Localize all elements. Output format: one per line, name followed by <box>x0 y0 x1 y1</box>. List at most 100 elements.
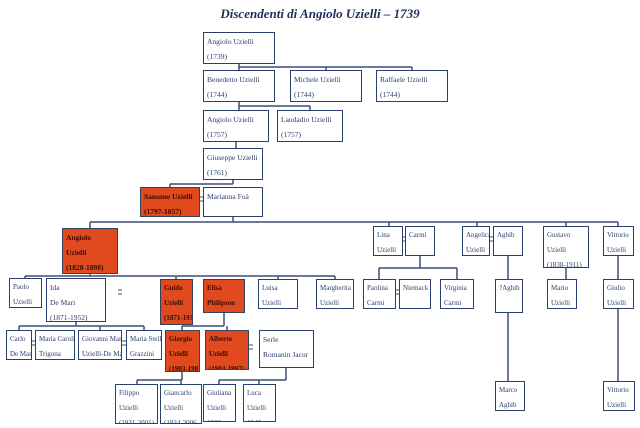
person-text-line: 1938 <box>207 416 232 421</box>
person-box-mariacarolina: Maria CarolinaTrigona <box>35 330 75 360</box>
person-text-line: (1838-1911) <box>547 261 582 268</box>
person-text-line: Luca <box>247 389 261 397</box>
person-box-angiolo1739: Angiolo Uzielli(1739) <box>203 32 275 64</box>
person-text-line: Serle <box>263 335 279 344</box>
person-box-giuliana: GiulianaUzielli1938 <box>203 384 236 422</box>
person-text-line: Uzielli-De Mari <box>82 350 122 358</box>
person-box-laudadio: Laudadio Uzielli(1757) <box>277 110 343 142</box>
person-text-line: Vittorio <box>607 386 629 394</box>
person-text-line: Marianna Foà <box>207 192 249 201</box>
person-box-benedetto: Benedetto Uzielli (1744) <box>203 70 275 102</box>
person-text-line: Raffaele Uzielli <box>380 75 428 84</box>
person-text-line: (1871-1952) <box>50 313 88 322</box>
person-text-line: Luisa <box>262 284 278 292</box>
person-text-line: Carlo <box>10 335 26 343</box>
person-text-line: Uzielli <box>466 246 486 254</box>
person-text-line: Uzielli <box>169 350 189 358</box>
person-text-line: Uzielli <box>607 246 627 254</box>
person-box-qaghib: ?Aghib <box>495 279 523 313</box>
person-box-marianna: Marianna Foà <box>203 187 263 217</box>
person-box-raffaele: Raffaele Uzielli (1744) <box>376 70 448 102</box>
person-text-line: (1744) <box>294 90 314 99</box>
person-text-line: 1943 <box>247 416 272 421</box>
person-text-line: Maria Stella <box>130 335 162 343</box>
person-text-line: Aghib <box>499 401 517 409</box>
person-text-line: (1931-2001) <box>119 419 154 424</box>
person-text-line: Uzielli <box>320 299 340 307</box>
person-text-line: (1904-1997) <box>209 365 244 370</box>
person-text-line: (1797-1857) <box>144 207 182 216</box>
person-text-line: (1757) <box>207 130 227 139</box>
person-text-line: Carmi <box>367 299 385 307</box>
person-text-line: (1744) <box>207 90 227 99</box>
person-text-line: De Mari <box>10 350 32 358</box>
person-text-line: Uzielli <box>607 401 627 409</box>
person-text-line: Vittorio <box>607 231 629 239</box>
person-text-line: Mario <box>551 284 569 292</box>
person-text-line: Uzielli <box>247 404 267 412</box>
person-box-michele: Michele Uzielli (1744) <box>290 70 362 102</box>
person-text-line: Marco <box>499 386 518 394</box>
person-box-sansone: Sansone Uzielli(1797-1857) <box>140 187 200 217</box>
person-text-line: (1828-1898) <box>66 263 104 272</box>
person-text-line: Carmi <box>444 299 462 307</box>
person-text-line: Uzielli <box>377 246 397 254</box>
person-text-line: Giorgio <box>169 335 192 343</box>
person-text-line: Niemack <box>403 284 429 292</box>
person-text-line: Giovanni Maria <box>82 335 122 343</box>
person-text-line: Margherita <box>320 284 351 292</box>
person-box-carmi: Carmi <box>405 226 435 256</box>
person-text-line: (1761) <box>207 168 227 177</box>
person-text-line: Ida <box>50 283 60 292</box>
person-text-line: (1757) <box>281 130 301 139</box>
person-text-line: Giuseppe Uzielli <box>207 153 258 162</box>
person-text-line: Angelica <box>466 231 490 239</box>
person-text-line: Virginia <box>444 284 467 292</box>
person-text-line: Maria Carolina <box>39 335 75 343</box>
person-box-niemack: Niemack <box>399 279 431 309</box>
person-text-line: Uzielli <box>547 246 567 254</box>
person-text-line: Grazzini <box>130 350 155 358</box>
person-text-line: (1903-198 <box>169 365 199 372</box>
person-text-line: (1739) <box>207 52 227 61</box>
person-text-line: 1912 <box>263 362 310 367</box>
person-text-line: Giulio <box>607 284 625 292</box>
person-text-line: Uzielli <box>209 350 229 358</box>
person-text-line: Guido <box>164 284 183 292</box>
person-box-giuseppe: Giuseppe Uzielli (1761) <box>203 148 263 180</box>
person-text-line: Romanin Jacur <box>263 350 309 359</box>
person-text-line: (1744) <box>380 90 400 99</box>
person-text-line: Benedetto Uzielli <box>207 75 260 84</box>
person-text-line: Angiolo Uzielli <box>207 115 254 124</box>
person-text-line: Uzielli <box>164 404 184 412</box>
person-text-line: Giuliana <box>207 389 232 397</box>
person-text-line: Elisa <box>207 284 222 292</box>
person-text-line: Alberto <box>209 335 232 343</box>
person-text-line: Michele Uzielli <box>294 75 341 84</box>
person-box-giovannimaria: Giovanni MariaUzielli-De Mari <box>78 330 122 360</box>
person-text-line: Trigona <box>39 350 61 358</box>
person-text-line: Uzielli <box>262 299 282 307</box>
person-text-line: Filippo <box>119 389 140 397</box>
person-box-carlo: Carlo De Mari <box>6 330 32 360</box>
